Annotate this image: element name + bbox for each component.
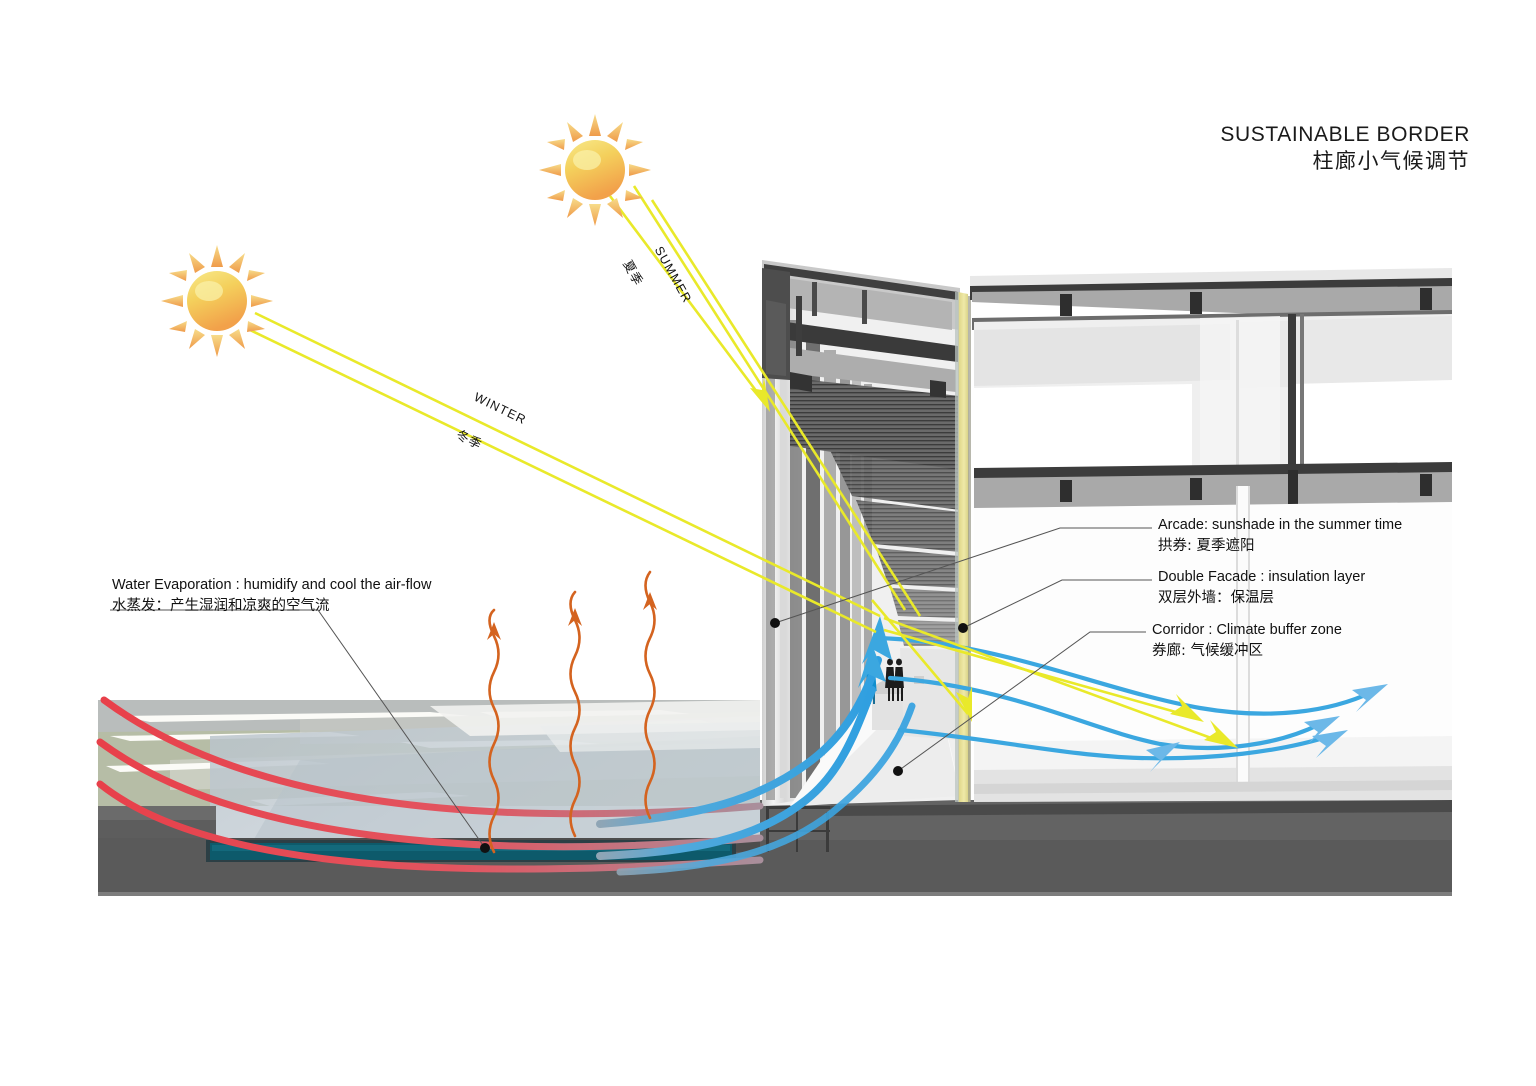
annotation-arcade: Arcade: sunshade in the summer time 拱券: … [1158, 516, 1402, 556]
sun-ray-interior-arrowheads [956, 686, 1238, 748]
warm-airflow-curves [96, 696, 764, 873]
annotation-water-evaporation-en: Water Evaporation : humidify and cool th… [112, 577, 432, 593]
annotation-double-facade-en: Double Facade : insulation layer [1158, 569, 1366, 585]
double-facade [955, 292, 971, 802]
building-section [970, 268, 1452, 802]
leader-line-water-evaporation [110, 609, 490, 853]
summer-sun [539, 114, 651, 226]
page-title: SUSTAINABLE BORDER [1220, 123, 1470, 146]
annotation-corridor-en: Corridor : Climate buffer zone [1152, 622, 1342, 638]
annotation-arcade-cn: 拱券: 夏季遮阳 [1158, 537, 1255, 554]
summer-ray-arrowhead [750, 378, 770, 412]
annotation-corridor: Corridor : Climate buffer zone 券廊: 气候缓冲区 [1152, 621, 1342, 661]
annotation-corridor-cn: 券廊: 气候缓冲区 [1152, 642, 1263, 659]
annotation-arcade-en: Arcade: sunshade in the summer time [1158, 517, 1403, 533]
arcade-corridor [762, 260, 960, 852]
page-title-cn: 柱廊小气候调节 [1312, 149, 1470, 174]
annotation-water-evaporation-cn: 水蒸发：产生湿润和凉爽的空气流 [112, 597, 330, 614]
leader-line-double-facade [958, 579, 1152, 633]
leader-line-arcade [770, 527, 1152, 628]
annotation-water-evaporation: Water Evaporation : humidify and cool th… [112, 576, 431, 616]
annotation-double-facade: Double Facade : insulation layer 双层外墙：保温… [1158, 568, 1365, 608]
winter-sun-rays [249, 311, 881, 634]
title-block: SUSTAINABLE BORDER 柱廊小气候调节 [1220, 122, 1470, 176]
annotation-double-facade-cn: 双层外墙：保温层 [1158, 589, 1274, 606]
leader-line-corridor [893, 631, 1146, 776]
cool-airflow-arrowheads [858, 616, 892, 688]
summer-sun-rays [608, 185, 922, 617]
cool-airflow-curves [596, 656, 916, 876]
cool-airflow-exit-arrowheads [1146, 684, 1388, 772]
evaporation-arrowheads [487, 592, 657, 640]
sun-rays-interior [871, 599, 1223, 744]
winter-sun [161, 245, 273, 357]
